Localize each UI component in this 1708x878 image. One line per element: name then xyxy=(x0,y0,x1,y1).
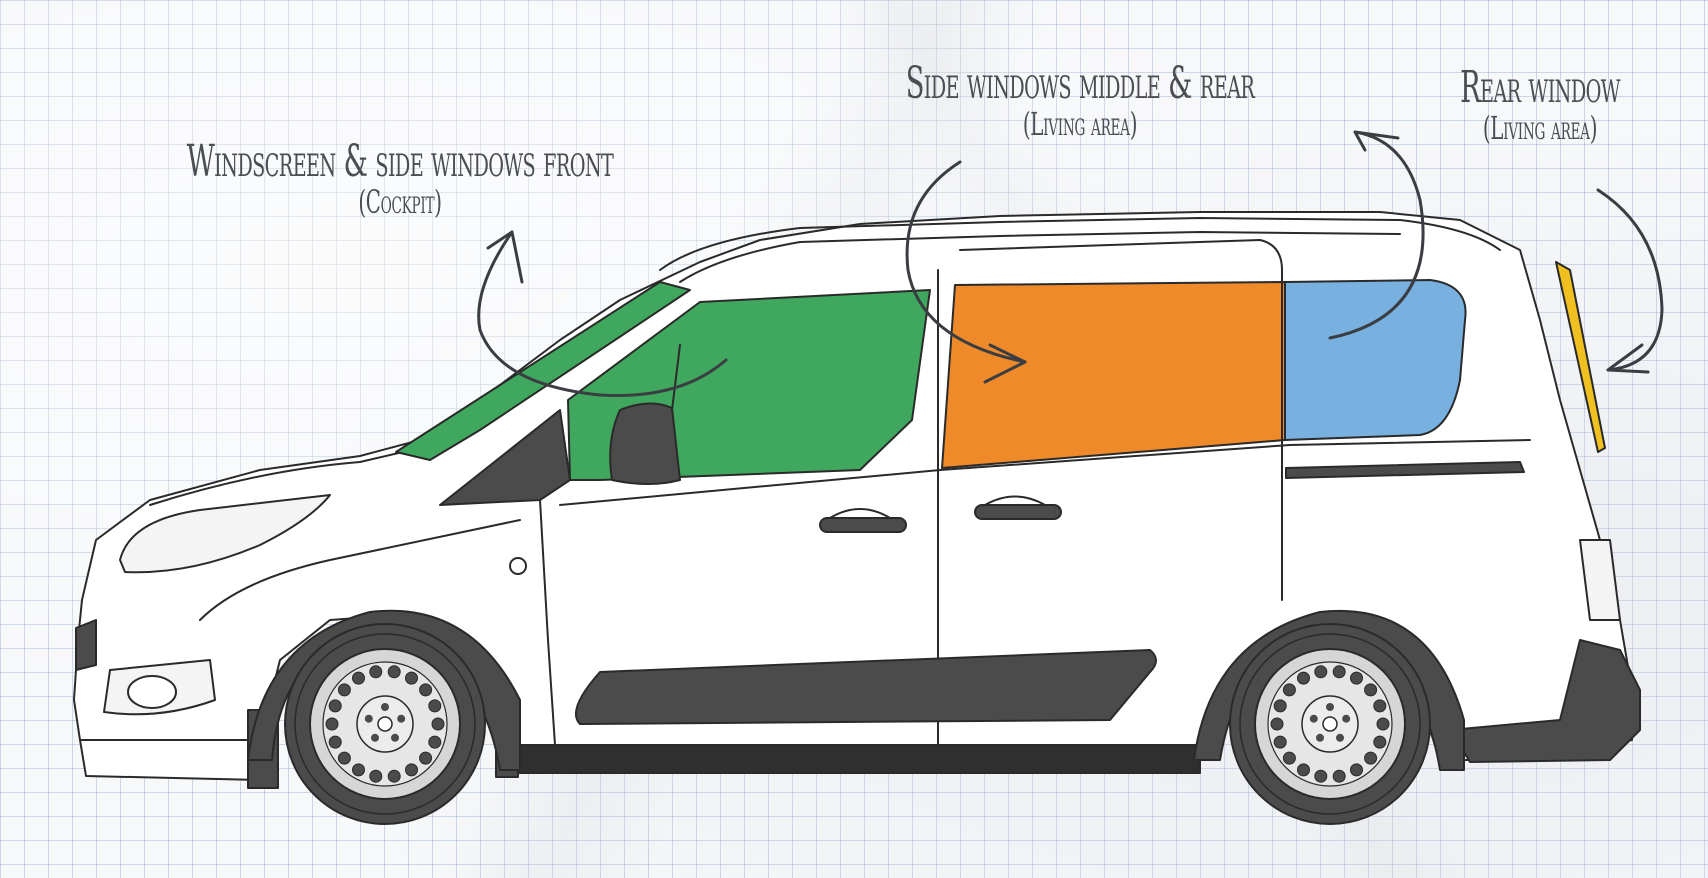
rear-body-trim xyxy=(1285,461,1525,479)
rim-hole xyxy=(405,671,418,685)
rear-wheel xyxy=(1229,623,1431,825)
rim-hole xyxy=(1376,717,1390,731)
rim-hole xyxy=(337,683,351,697)
rim-hole xyxy=(1373,699,1387,713)
arrow-rear-side xyxy=(1328,130,1425,340)
label-cockpit-title: Windscreen & side windows front xyxy=(186,136,614,187)
rim-hole xyxy=(1314,769,1328,783)
lug-nut xyxy=(371,733,379,742)
roof-rail-inner xyxy=(679,231,1401,283)
front-wheel xyxy=(284,623,486,825)
tyre-sidewall xyxy=(1239,633,1421,815)
rim-hole xyxy=(1297,671,1310,685)
front-arch-line xyxy=(199,519,521,621)
rim-hole xyxy=(428,735,442,749)
label-rear-subtitle: (Living area) xyxy=(1482,109,1598,147)
label-rear: Rear window (Living area) xyxy=(1280,62,1708,147)
rim-hole xyxy=(1364,751,1378,765)
lug-nut xyxy=(364,714,373,723)
label-cockpit: Windscreen & side windows front (Cockpit… xyxy=(40,136,760,221)
lug-nut xyxy=(397,714,406,723)
lug-nut xyxy=(1342,714,1351,723)
lug-nut xyxy=(381,703,389,711)
rim-hole xyxy=(419,751,433,765)
arrow-rear-window xyxy=(1596,188,1664,372)
front-door-handle-recess xyxy=(829,508,891,519)
grille xyxy=(75,619,97,671)
lug-nut xyxy=(391,733,399,742)
hood-line xyxy=(149,447,421,506)
rim-hole xyxy=(369,665,383,679)
rim-hole xyxy=(1282,683,1296,697)
arrow-rear-window-head xyxy=(1606,343,1650,374)
roof-rail xyxy=(659,217,1501,271)
rim-hole xyxy=(1373,735,1387,749)
rim-hole xyxy=(1282,751,1296,765)
rim-hole xyxy=(1332,769,1346,783)
label-rear-title: Rear window xyxy=(1460,62,1620,113)
arrow-middle xyxy=(905,160,1027,364)
label-middle-subtitle: (Living area) xyxy=(1022,105,1138,143)
rim-hole xyxy=(337,751,351,765)
fuel-cap xyxy=(509,557,527,575)
rim-hole xyxy=(328,699,342,713)
rim-hole xyxy=(1297,763,1310,777)
arrow-cockpit xyxy=(477,230,728,398)
lug-nut xyxy=(1326,703,1334,711)
windscreen xyxy=(395,281,691,461)
lug-nut xyxy=(1316,733,1324,742)
middle-side-window xyxy=(941,281,1286,469)
rear-bumper xyxy=(1449,639,1641,763)
side-mirror xyxy=(609,402,681,485)
side-sill xyxy=(509,744,1201,774)
label-middle: Side windows middle & rear (Living area) xyxy=(720,58,1440,143)
front-door-line xyxy=(539,499,557,761)
headlight xyxy=(119,494,331,574)
rear-window xyxy=(1555,261,1606,453)
rim-hole xyxy=(428,699,442,713)
front-bumper xyxy=(79,739,263,781)
rim-hole xyxy=(1273,735,1287,749)
rim-hole xyxy=(387,769,401,783)
tyre-sidewall xyxy=(294,633,476,815)
rim-hole xyxy=(1364,683,1378,697)
arrow-middle-head xyxy=(983,343,1027,384)
rim-hole xyxy=(431,717,445,731)
hub-cap xyxy=(377,716,393,732)
rim-hole xyxy=(1350,763,1363,777)
label-cockpit-subtitle: (Cockpit) xyxy=(358,183,442,221)
belt-line xyxy=(559,439,1531,506)
rear-side-window xyxy=(1284,279,1467,441)
rim-hole xyxy=(405,763,418,777)
a-pillar-triangle xyxy=(439,409,571,506)
rim-hole xyxy=(1273,699,1287,713)
arrow-cockpit-head xyxy=(486,230,524,284)
rim-hole xyxy=(352,763,365,777)
b-pillar xyxy=(671,344,681,411)
tail-light xyxy=(1579,539,1621,621)
rim-hole xyxy=(1270,717,1284,731)
rim-hole xyxy=(1350,671,1363,685)
fog-light-lens xyxy=(127,675,177,709)
hub-cap xyxy=(1322,716,1338,732)
arrow-rear-side-head xyxy=(1353,130,1400,152)
rim-hole xyxy=(419,683,433,697)
lug-nut xyxy=(1309,714,1318,723)
side-moulding xyxy=(575,649,1157,725)
rim-hole xyxy=(328,735,342,749)
rim-hole xyxy=(1332,665,1346,679)
sliding-door-handle-recess xyxy=(984,495,1046,506)
label-middle-title: Side windows middle & rear xyxy=(905,58,1255,109)
rim-hole xyxy=(352,671,365,685)
rim-hole xyxy=(387,665,401,679)
rim-hole xyxy=(1314,665,1328,679)
rim-hole xyxy=(369,769,383,783)
rim-hole xyxy=(325,717,339,731)
lug-nut xyxy=(1336,733,1344,742)
sliding-door-handle xyxy=(974,504,1062,520)
front-door-handle xyxy=(819,517,907,533)
